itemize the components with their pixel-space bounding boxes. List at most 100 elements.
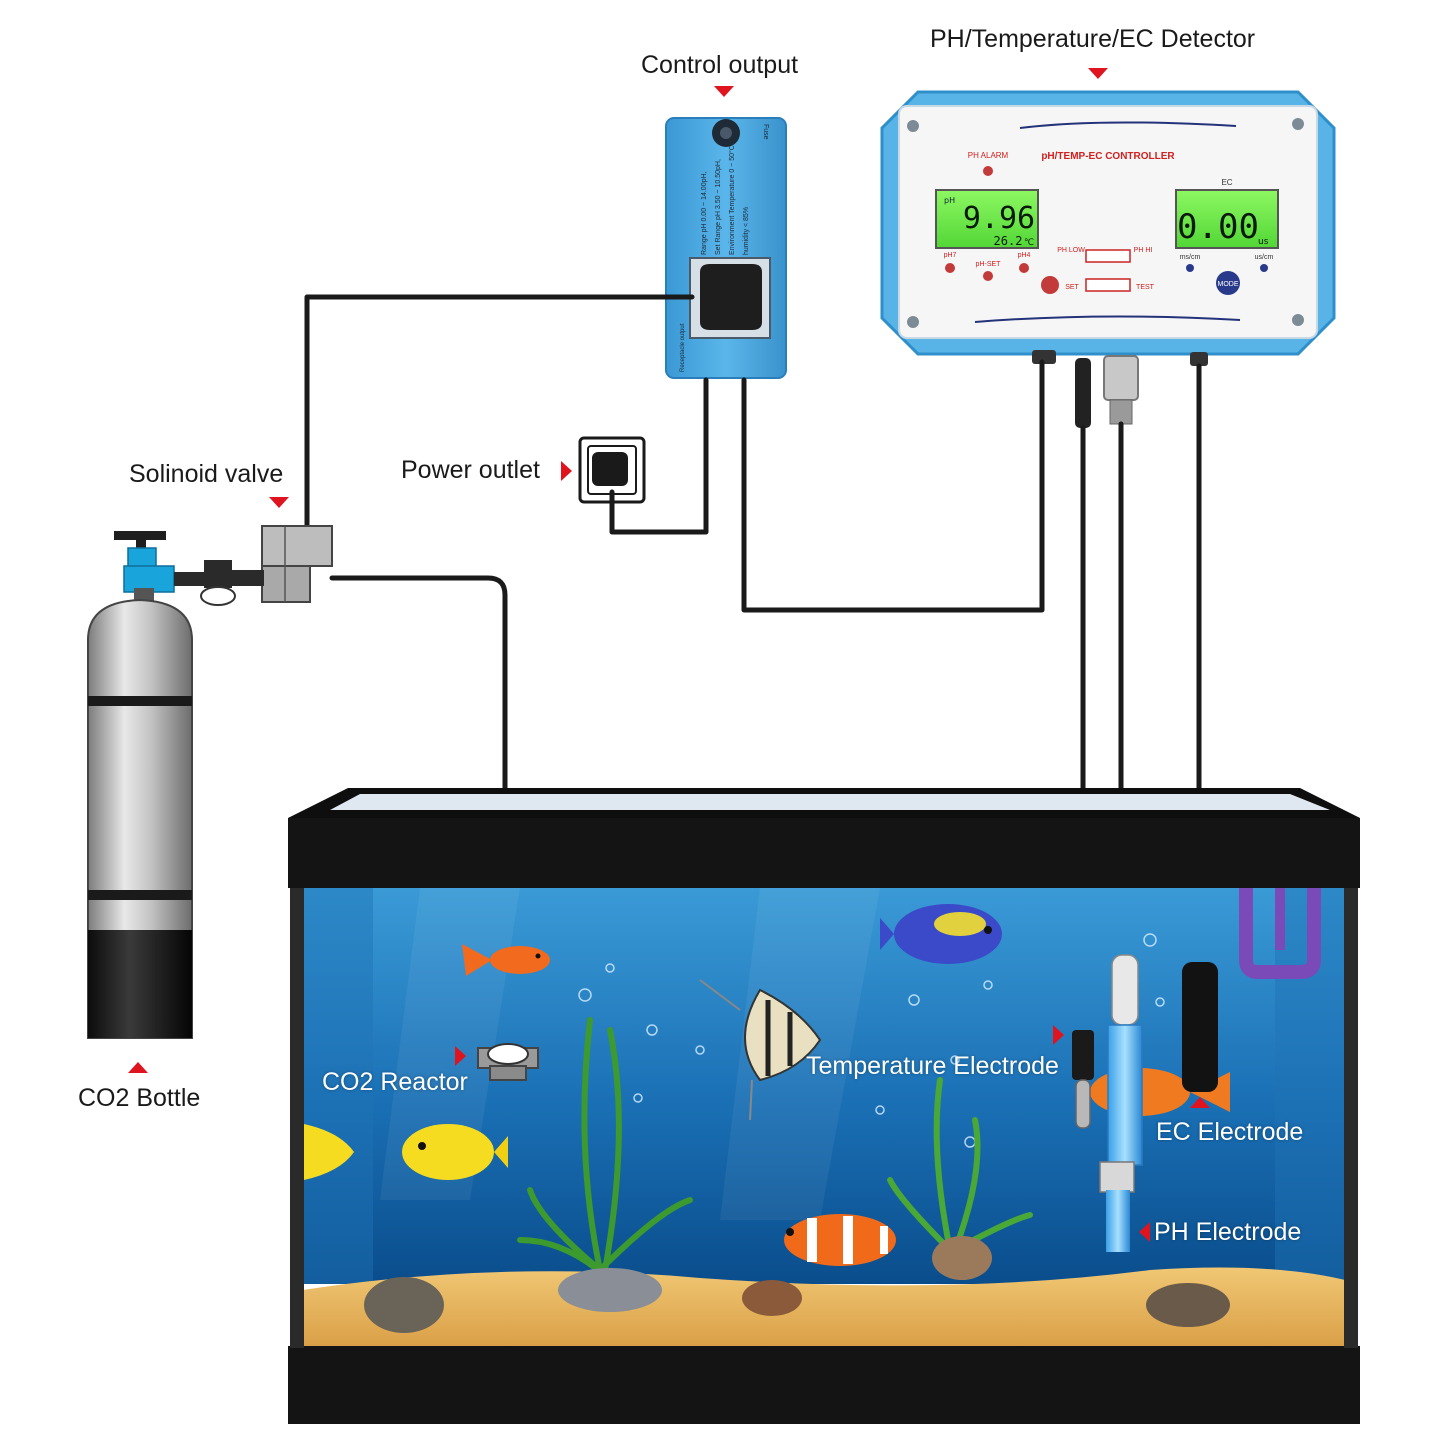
screw-icon: [907, 316, 919, 328]
co2-tube: [329, 575, 508, 803]
socket-label: Receptacle output: [680, 323, 686, 372]
power-connector: [1032, 350, 1056, 364]
bubbles: [578, 933, 1165, 1148]
us-led-icon: [1260, 264, 1268, 272]
plug-icon: [700, 264, 762, 330]
ec-lcd-screen: [1175, 189, 1279, 249]
power-outlet-marker-icon: [561, 461, 572, 481]
clownfish: [784, 1214, 896, 1266]
ph7-button[interactable]: [945, 263, 955, 273]
ph-reading: 9.96: [963, 201, 1035, 236]
aquarium-tank: [288, 788, 1360, 1424]
phset-button[interactable]: [983, 271, 993, 281]
controller-title: pH/TEMP-EC CONTROLLER: [1041, 151, 1175, 162]
bnc-connector: [1103, 355, 1139, 401]
ec-electrode-marker-icon: [1190, 1097, 1210, 1108]
ph-electrode: [1099, 954, 1143, 1252]
rock: [558, 1268, 662, 1312]
fuse-label: Fuse: [762, 124, 769, 140]
co2-bottle-marker-icon: [128, 1062, 148, 1073]
rock: [1146, 1283, 1230, 1327]
control-output-label: Control output: [641, 51, 799, 79]
blue-tang-fish: [880, 904, 1002, 964]
ph4-button[interactable]: [1019, 263, 1029, 273]
ph-electrode-marker-icon: [1139, 1222, 1150, 1242]
ms-led-icon: [1186, 264, 1194, 272]
solenoid-valve: [261, 525, 333, 603]
ec-heading: EC: [1221, 178, 1232, 187]
controller-power-cable: [741, 359, 1045, 613]
screw-icon: [1292, 118, 1304, 130]
co2-reactor: [477, 1043, 539, 1081]
control-output-marker-icon: [714, 86, 734, 97]
temp-unit: ℃: [1024, 238, 1034, 248]
ms-cm-label: ms/cm: [1180, 254, 1201, 261]
control-output-relay: Fuse Range pH 0.00 ~ 14.00pH, Set Range …: [665, 117, 787, 379]
tank-top-frame: [288, 818, 1360, 888]
yellow-tang-fish: [402, 1124, 508, 1180]
mode-button[interactable]: [1216, 271, 1240, 295]
outlet-plug-icon: [592, 452, 628, 486]
ph-lcd-screen: [935, 189, 1039, 249]
spec-line-1: Range pH 0.00 ~ 14.00pH,: [701, 171, 708, 255]
ph-limit-display: [1085, 249, 1131, 263]
rock: [364, 1277, 444, 1333]
rock: [932, 1236, 992, 1280]
set-label: SET: [1065, 284, 1079, 291]
ph-unit-label: pH: [944, 196, 955, 205]
ph-temp-ec-controller: pH/TEMP-EC CONTROLLER PH ALARM pH 9.96 2…: [880, 90, 1336, 428]
test-label: TEST: [1136, 284, 1155, 291]
temperature-electrode: [1072, 1030, 1094, 1129]
ornament-line: [974, 315, 1241, 323]
orange-fish: [462, 944, 550, 976]
aquatic-plant: [517, 1017, 693, 1273]
outlet-cable: [609, 377, 709, 535]
us-cm-label: us/cm: [1255, 254, 1274, 261]
power-outlet-label: Power outlet: [401, 456, 540, 484]
valve-handle-icon: [114, 531, 166, 540]
ph-low-label: PH LOW: [1057, 247, 1085, 254]
ec-unit: us: [1258, 237, 1269, 247]
solenoid-valve-marker-icon: [269, 497, 289, 508]
ph7-label: pH7: [944, 252, 957, 259]
temp-select-button[interactable]: [1041, 276, 1059, 294]
spec-line-4: humidity < 85%: [743, 207, 750, 255]
ornament-line: [1019, 121, 1237, 129]
ph4-label: pH4: [1018, 252, 1031, 259]
bnc-connector-neck: [1109, 399, 1133, 425]
alarm-led-icon: [983, 166, 993, 176]
screw-icon: [1292, 314, 1304, 326]
cables: [304, 294, 1202, 1053]
temperature-electrode-label: Temperature Electrode: [806, 1052, 1059, 1080]
detector-marker-icon: [1088, 68, 1108, 79]
mode-label: MODE: [1218, 281, 1239, 288]
ec-electrode-label: EC Electrode: [1156, 1118, 1304, 1146]
ph-alarm-label: PH ALARM: [968, 151, 1009, 160]
temp-connector: [1075, 358, 1091, 428]
co2-reactor-marker-icon: [455, 1046, 466, 1066]
tank-bottom-frame: [288, 1346, 1360, 1424]
ph-electrode-label: PH Electrode: [1154, 1218, 1302, 1246]
temperature-electrode-marker-icon: [1053, 1025, 1064, 1045]
spec-line-3: Environment Temperature 0 ~ 50°C: [728, 145, 736, 255]
phset-label: pH-SET: [976, 261, 1002, 268]
detector-label: PH/Temperature/EC Detector: [930, 25, 1256, 53]
ec-electrode: [1182, 962, 1218, 1092]
ph-hi-label: PH HI: [1134, 247, 1153, 254]
co2-reactor-label: CO2 Reactor: [322, 1068, 468, 1096]
spec-line-2: Set Range pH 3.50 ~ 10.50pH,: [715, 159, 722, 255]
co2-bottle: [87, 531, 264, 1039]
ec-reading: 0.00: [1177, 207, 1259, 247]
co2-bottle-label: CO2 Bottle: [78, 1084, 201, 1112]
solenoid-valve-label: Solinoid valve: [129, 460, 284, 488]
temp-reading: 26.2: [994, 234, 1023, 248]
rock: [742, 1280, 802, 1316]
screw-icon: [907, 120, 919, 132]
set-display: [1085, 278, 1131, 292]
aquatic-plant: [887, 1077, 1033, 1253]
valve-power-cable: [304, 294, 695, 531]
angelfish: [699, 979, 822, 1121]
ec-connector: [1190, 352, 1208, 366]
